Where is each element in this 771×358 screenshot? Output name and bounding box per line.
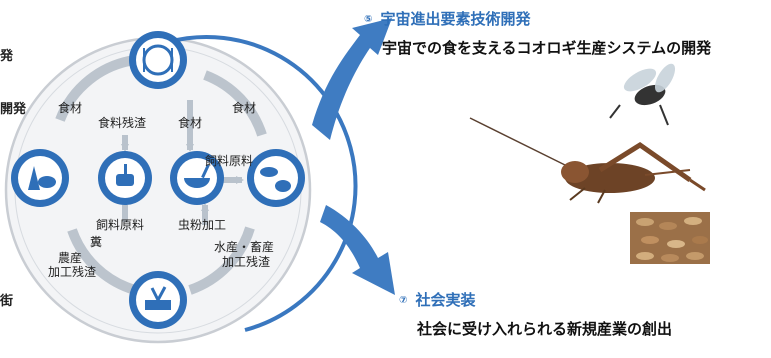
ring-arrow-top-right [203,70,267,137]
label-feed-material-upper: 飼料原料 [205,153,253,168]
label-food-waste: 食料残渣 [98,115,146,130]
item-social: ⑦ 社会実装 社会に受け入れられる新規産業の創出 [399,289,672,339]
arrow-to-space-item [312,18,392,140]
fish-icon [260,167,278,177]
label-agri-residue-2: 加工残渣 [48,265,96,279]
pestle-icon [124,164,127,176]
ring-arrow-bottom-left [67,228,137,295]
item-social-description: 社会に受け入れられる新規産業の創出 [417,320,673,338]
left-fragment-1: 発 [0,48,14,64]
spoon-icon [201,164,210,179]
left-fragment-3: 街 [0,293,13,309]
label-insect-powder: 虫粉加工 [178,218,226,232]
item-social-number: ⑦ [399,295,408,306]
label-feed-material-lower: 飼料原料 [96,217,144,232]
fly-illustration [609,63,676,126]
item-social-title: 社会実装 [415,291,476,309]
item-space: ⑤ 宇宙進出要素技術開発 宇宙での食を支えるコオロギ生産システムの開発 [364,8,711,58]
label-aqua-residue-2: 加工残渣 [222,255,270,269]
cricket-illustration [469,117,706,204]
node-grain [11,149,69,207]
ring-arrow-top-left [55,55,136,122]
fork-icon [143,48,145,72]
node-bowl [170,151,224,205]
node-seedling [129,271,187,329]
label-food-material-right: 食材 [232,100,256,115]
arrow-to-social-item [320,205,395,295]
node-mortar [98,151,152,205]
label-food-material-left: 食材 [58,100,82,115]
cricket-grain-photo [630,212,710,264]
item-space-number: ⑤ [364,14,373,25]
label-food-material-mid: 食材 [178,115,202,130]
item-space-description: 宇宙での食を支えるコオロギ生産システムの開発 [382,39,712,57]
item-space-title: 宇宙進出要素技術開発 [380,10,531,28]
bowl-icon [184,178,210,188]
vegetable-icon [38,176,56,188]
label-fecal: 糞 [90,234,102,249]
knife-icon [171,48,173,72]
grain-icon [28,166,40,190]
meat-icon [275,180,291,192]
label-agri-residue-1: 農産 [58,250,82,265]
crate-icon [145,300,171,310]
label-aqua-residue-1: 水産・畜産 [214,239,274,254]
blue-outer-arc [167,34,358,332]
node-plate [129,31,187,89]
node-fish-meat [247,149,305,207]
left-fragment-2: 開発 [0,101,27,117]
ring-arrow-bottom-right [188,226,255,295]
seedling-icon [150,286,167,301]
mortar-icon [116,174,134,186]
